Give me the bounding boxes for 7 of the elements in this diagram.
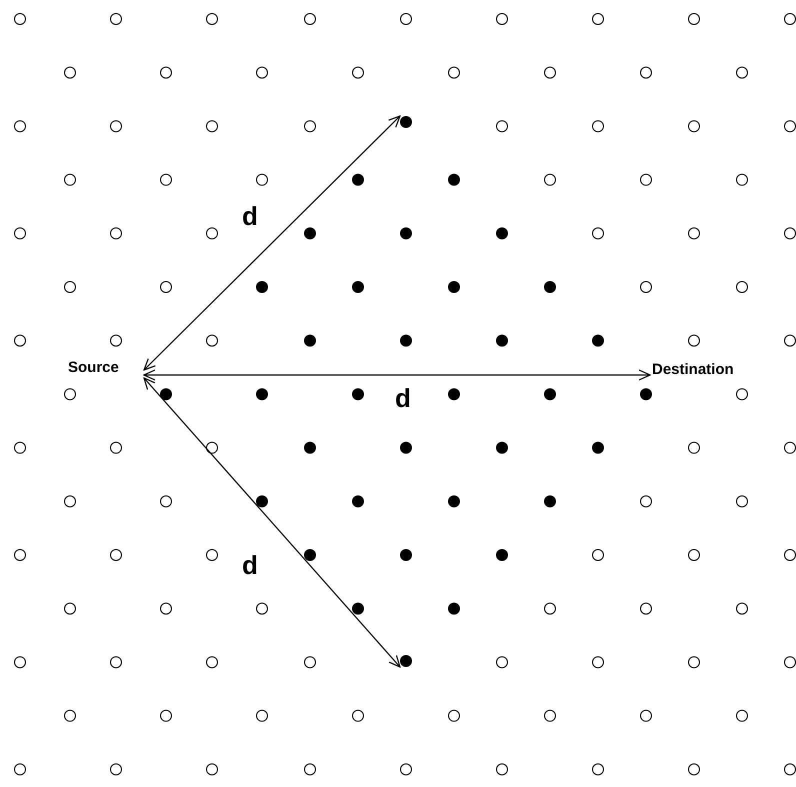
lattice-point (400, 116, 412, 128)
double-arrow (143, 115, 401, 371)
double-arrow (143, 369, 651, 381)
point-label: Source (66, 358, 121, 378)
point-label: Destination (650, 360, 736, 380)
double-arrow (143, 377, 401, 668)
lattice-point (400, 655, 412, 667)
